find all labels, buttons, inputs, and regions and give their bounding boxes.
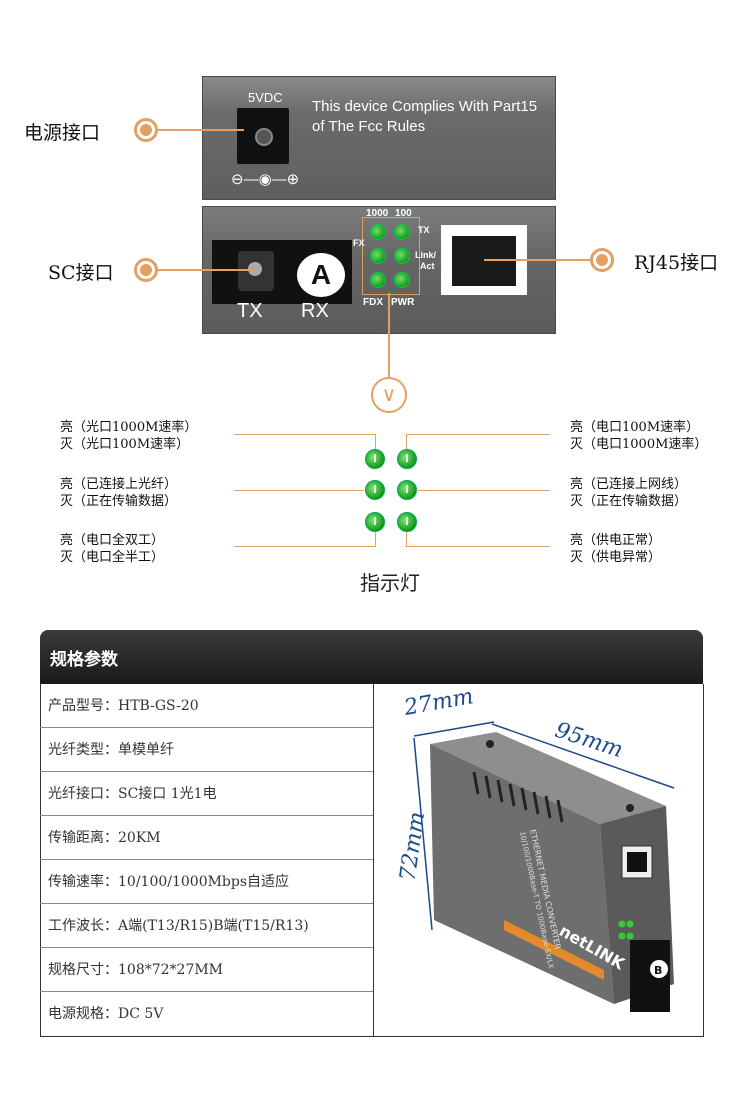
spec-header: 规格参数 bbox=[40, 630, 703, 684]
callout-power-port: 电源接口 bbox=[24, 122, 101, 144]
led-act-label: Act bbox=[420, 261, 435, 271]
product-image: ETHERNET MEDIA CONVERTER 10/100/1000Base… bbox=[374, 684, 702, 1036]
sc-connector bbox=[238, 251, 274, 291]
led-indicator bbox=[370, 224, 386, 240]
compliance-line2: of The Fcc Rules bbox=[312, 118, 426, 135]
led-header-1000: 1000 bbox=[366, 208, 389, 219]
indicator-right-3-on: 亮（供电正常） bbox=[570, 533, 662, 548]
indicator-left-1-off: 灭（光口100M速率） bbox=[60, 437, 190, 452]
indicator-right-2-off: 灭（正在传输数据） bbox=[570, 494, 688, 509]
led-icon bbox=[365, 512, 385, 532]
led-icon bbox=[397, 449, 417, 469]
spec-header-title: 规格参数 bbox=[50, 650, 118, 670]
led-indicator bbox=[394, 224, 410, 240]
indicator-left-3-on: 亮（电口全双工） bbox=[60, 533, 165, 548]
callout-line bbox=[484, 259, 590, 261]
product-illustration: ETHERNET MEDIA CONVERTER 10/100/1000Base… bbox=[413, 721, 675, 1012]
spec-row: 工作波长：A端(T13/R15)B端(T15/R13) bbox=[40, 904, 373, 948]
product-badge: B bbox=[654, 964, 662, 977]
indicator-right-1-off: 灭（电口1000M速率） bbox=[570, 437, 708, 452]
sc-badge: A bbox=[297, 253, 345, 297]
indicator-right-3-off: 灭（供电异常） bbox=[570, 550, 662, 565]
indicator-line bbox=[234, 490, 364, 491]
spec-row: 光纤类型：单模单纤 bbox=[40, 728, 373, 772]
indicator-title: 指示灯 bbox=[360, 571, 420, 595]
callout-dot-icon bbox=[134, 258, 158, 282]
polarity-icon: ⊖—◉—⊕ bbox=[231, 171, 300, 188]
indicator-right-2-on: 亮（已连接上网线） bbox=[570, 477, 688, 492]
led-icon bbox=[397, 480, 417, 500]
callout-line bbox=[158, 269, 254, 271]
led-pwr-label: PWR bbox=[391, 297, 415, 308]
spec-row: 电源规格：DC 5V bbox=[48, 1006, 164, 1022]
callout-rj45-port: RJ45接口 bbox=[634, 252, 719, 274]
led-icon bbox=[365, 449, 385, 469]
led-icon bbox=[397, 512, 417, 532]
indicator-left-3-off: 灭（电口全半工） bbox=[60, 550, 165, 565]
compliance-line1: This device Complies With Part15 bbox=[312, 98, 538, 115]
led-header-100: 100 bbox=[395, 208, 412, 219]
dc-power-jack bbox=[237, 108, 289, 164]
indicator-line bbox=[406, 546, 550, 547]
indicator-line bbox=[375, 434, 376, 450]
led-tx-label: TX bbox=[418, 225, 430, 235]
callout-dot-icon bbox=[590, 248, 614, 272]
callout-dot-icon bbox=[134, 118, 158, 142]
led-fdx-label: FDX bbox=[363, 297, 383, 308]
led-indicator bbox=[370, 248, 386, 264]
spec-row: 产品型号：HTB-GS-20 bbox=[40, 684, 373, 728]
led-indicator bbox=[370, 272, 386, 288]
indicator-line bbox=[406, 434, 407, 450]
rx-label: RX bbox=[301, 300, 329, 322]
spec-row: 传输速率：10/100/1000Mbps自适应 bbox=[40, 860, 373, 904]
indicator-right-1-on: 亮（电口100M速率） bbox=[570, 420, 700, 435]
callout-line bbox=[158, 129, 244, 131]
indicator-left-2-on: 亮（已连接上光纤） bbox=[60, 477, 178, 492]
indicator-line bbox=[418, 490, 550, 491]
indicator-line bbox=[234, 434, 376, 435]
connector-line bbox=[388, 293, 390, 377]
spec-row: 传输距离：20KM bbox=[40, 816, 373, 860]
rj45-socket bbox=[452, 236, 516, 286]
led-frame bbox=[362, 217, 420, 295]
chevron-down-icon: ∨ bbox=[371, 377, 407, 413]
led-link-label: Link/ bbox=[415, 250, 437, 260]
led-fx-label: FX bbox=[353, 238, 365, 248]
spec-table bbox=[40, 684, 704, 1037]
indicator-line bbox=[406, 530, 407, 546]
led-indicator bbox=[394, 248, 410, 264]
dc-label: 5VDC bbox=[248, 90, 283, 105]
indicator-line bbox=[234, 546, 376, 547]
led-icon bbox=[365, 480, 385, 500]
spec-divider bbox=[373, 684, 374, 1036]
led-indicator bbox=[394, 272, 410, 288]
spec-rows: 产品型号：HTB-GS-20 光纤类型：单模单纤 光纤接口：SC接口 1光1电 … bbox=[40, 684, 373, 1036]
spec-row: 光纤接口：SC接口 1光1电 bbox=[40, 772, 373, 816]
indicator-left-1-on: 亮（光口1000M速率） bbox=[60, 420, 198, 435]
indicator-left-2-off: 灭（正在传输数据） bbox=[60, 494, 178, 509]
tx-label: TX bbox=[237, 300, 263, 322]
indicator-line bbox=[375, 530, 376, 546]
indicator-line bbox=[406, 434, 550, 435]
callout-sc-port: SC接口 bbox=[48, 262, 114, 284]
spec-row: 规格尺寸：108*72*27MM bbox=[40, 948, 373, 992]
